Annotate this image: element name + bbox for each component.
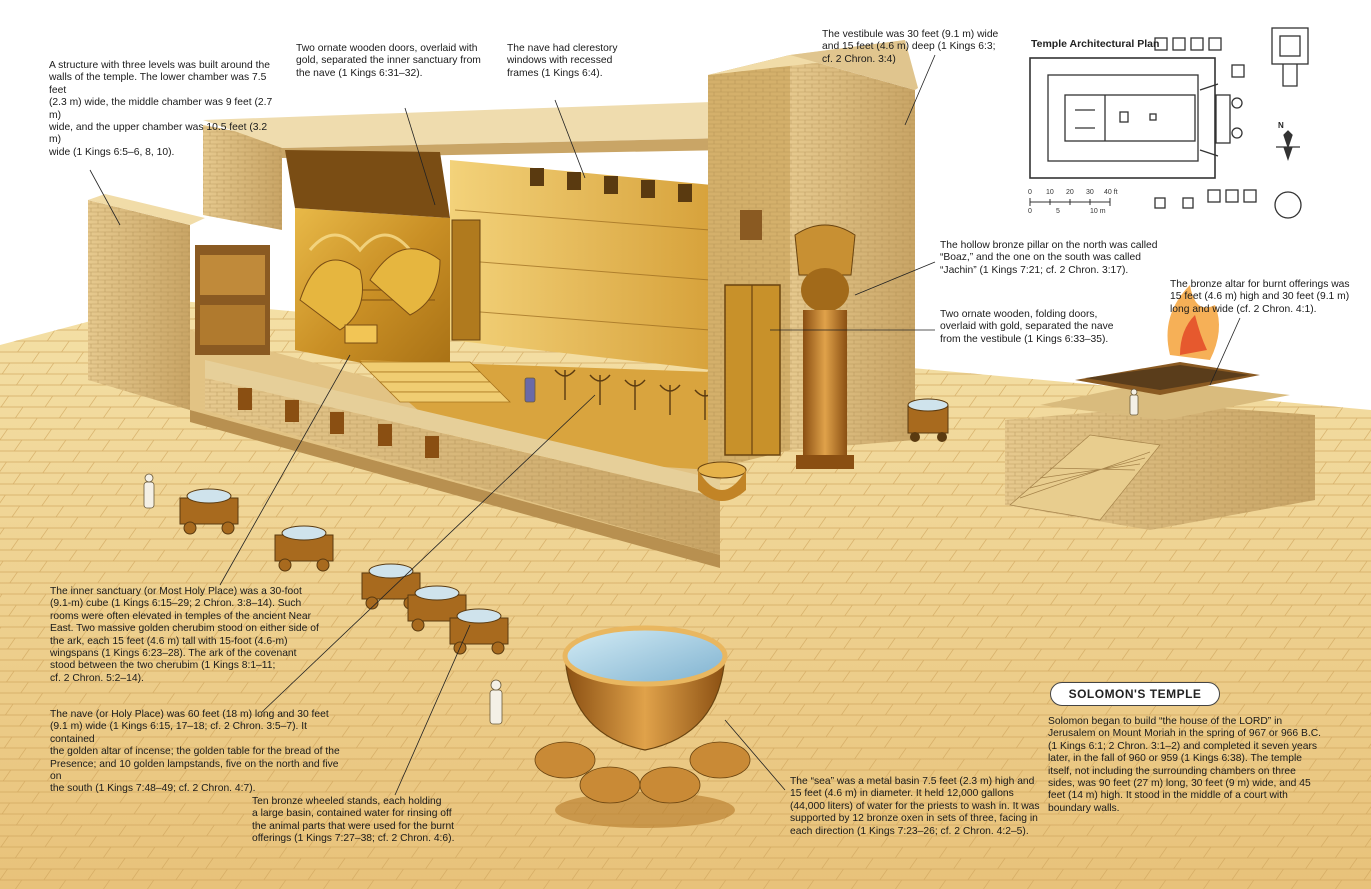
cherubim (299, 248, 441, 331)
wheeled-stand-5 (449, 608, 509, 655)
annotation-altar: The bronze altar for burnt offerings was… (1170, 279, 1350, 315)
wheeled-stand-1 (179, 488, 239, 535)
bronze-altar (1005, 285, 1315, 530)
annotation-pillars: The hollow bronze pillar on the north wa… (940, 240, 1158, 276)
temple-roof-slab (203, 102, 730, 148)
annotation-inner-doors: Two ornate wooden doors, overlaid with g… (296, 43, 481, 79)
plan-stand-icons (1154, 37, 1257, 209)
nave-wall (450, 160, 712, 370)
title-badge: SOLOMON'S TEMPLE (1050, 682, 1220, 706)
annotation-nave: The nave (or Holy Place) was 60 feet (18… (50, 709, 340, 795)
ark (344, 324, 378, 344)
annotation-vestibule: The vestibule was 30 feet (9.1 m) wide a… (822, 29, 999, 65)
leader-lines (89, 54, 1241, 796)
annotation-inner-sanctuary: The inner sanctuary (or Most Holy Place)… (50, 586, 319, 684)
scale-ft-30: 30 (1086, 189, 1094, 196)
clerestory-windows (530, 168, 692, 202)
summary-text: Solomon began to build “the house of the… (1048, 716, 1322, 814)
plan-sea-icon (1274, 191, 1302, 219)
small-basin (697, 461, 747, 501)
priest-figures (143, 377, 1139, 725)
inner-sanctuary-doors (451, 219, 481, 341)
annotation-side-chambers: A structure with three levels was built … (49, 60, 273, 158)
annotation-folding-doors: Two ornate wooden, folding doors, overla… (940, 309, 1114, 345)
scale-ft-0: 0 (1028, 189, 1032, 196)
wheeled-stand-right (907, 398, 949, 442)
side-chamber-doors (238, 388, 439, 458)
scale-ft-10: 10 (1046, 189, 1054, 196)
bronze-oxen (534, 741, 751, 804)
scale-bar (1029, 198, 1111, 206)
annotation-stands: Ten bronze wheeled stands, each holding … (252, 796, 455, 845)
scale-ft-40: 40 ft (1104, 189, 1118, 196)
annotation-sea: The “sea” was a metal basin 7.5 feet (2.… (790, 776, 1040, 837)
altar-stairs (1009, 434, 1161, 521)
plan-altar-icon (1271, 27, 1309, 65)
scale-m-10: 10 m (1090, 208, 1106, 215)
annotation-clerestory: The nave had clerestory windows with rec… (507, 43, 618, 79)
scale-m-5: 5 (1056, 208, 1060, 215)
wheeled-stand-4 (407, 585, 467, 632)
wheeled-stands (179, 488, 509, 655)
compass-north-label: N (1278, 121, 1284, 130)
bronze-pillar-boaz (794, 224, 856, 469)
bronze-sea (534, 625, 751, 828)
architectural-plan (1029, 27, 1309, 219)
sanctuary-stairs (359, 361, 511, 403)
scale-ft-20: 20 (1066, 189, 1074, 196)
wheeled-stand-2 (274, 525, 334, 572)
scale-m-0: 0 (1028, 208, 1032, 215)
plan-title: Temple Architectural Plan (1031, 38, 1160, 50)
compass-rose-icon (1276, 130, 1300, 162)
